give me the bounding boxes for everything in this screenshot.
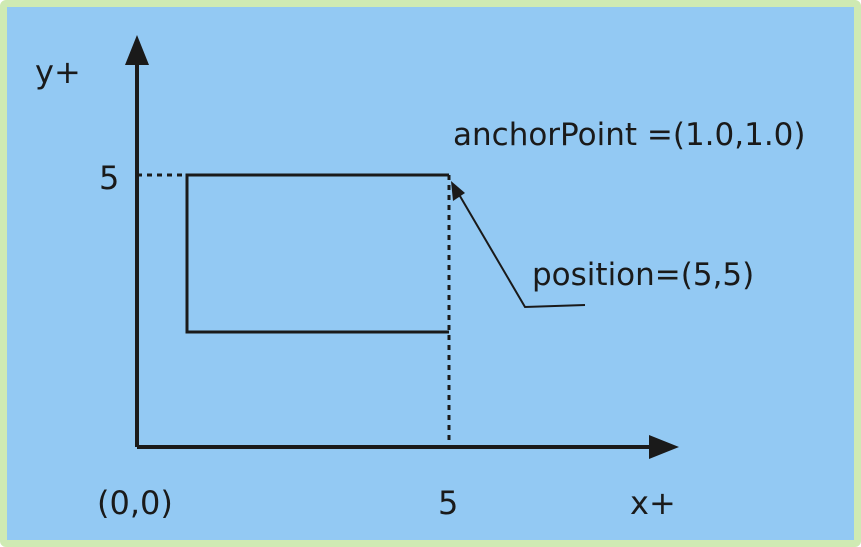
y-tick-label: 5 [99, 159, 119, 197]
node-rectangle [185, 173, 449, 334]
y-axis-arrow [125, 35, 149, 65]
x-axis-arrow [649, 435, 679, 459]
callout-arrow-line [456, 190, 586, 309]
origin-label: (0,0) [97, 484, 173, 522]
coordinate-diagram: y+ 5 (0,0) 5 x+ anchorPoint =(1.0,1.0) p… [35, 35, 806, 522]
position-label: position=(5,5) [532, 257, 754, 293]
x-axis-label: x+ [630, 484, 676, 522]
callout-arrowhead [451, 181, 465, 201]
x-tick-label: 5 [438, 484, 458, 522]
y-axis-label: y+ [35, 53, 81, 91]
anchor-point-label: anchorPoint =(1.0,1.0) [453, 117, 806, 153]
